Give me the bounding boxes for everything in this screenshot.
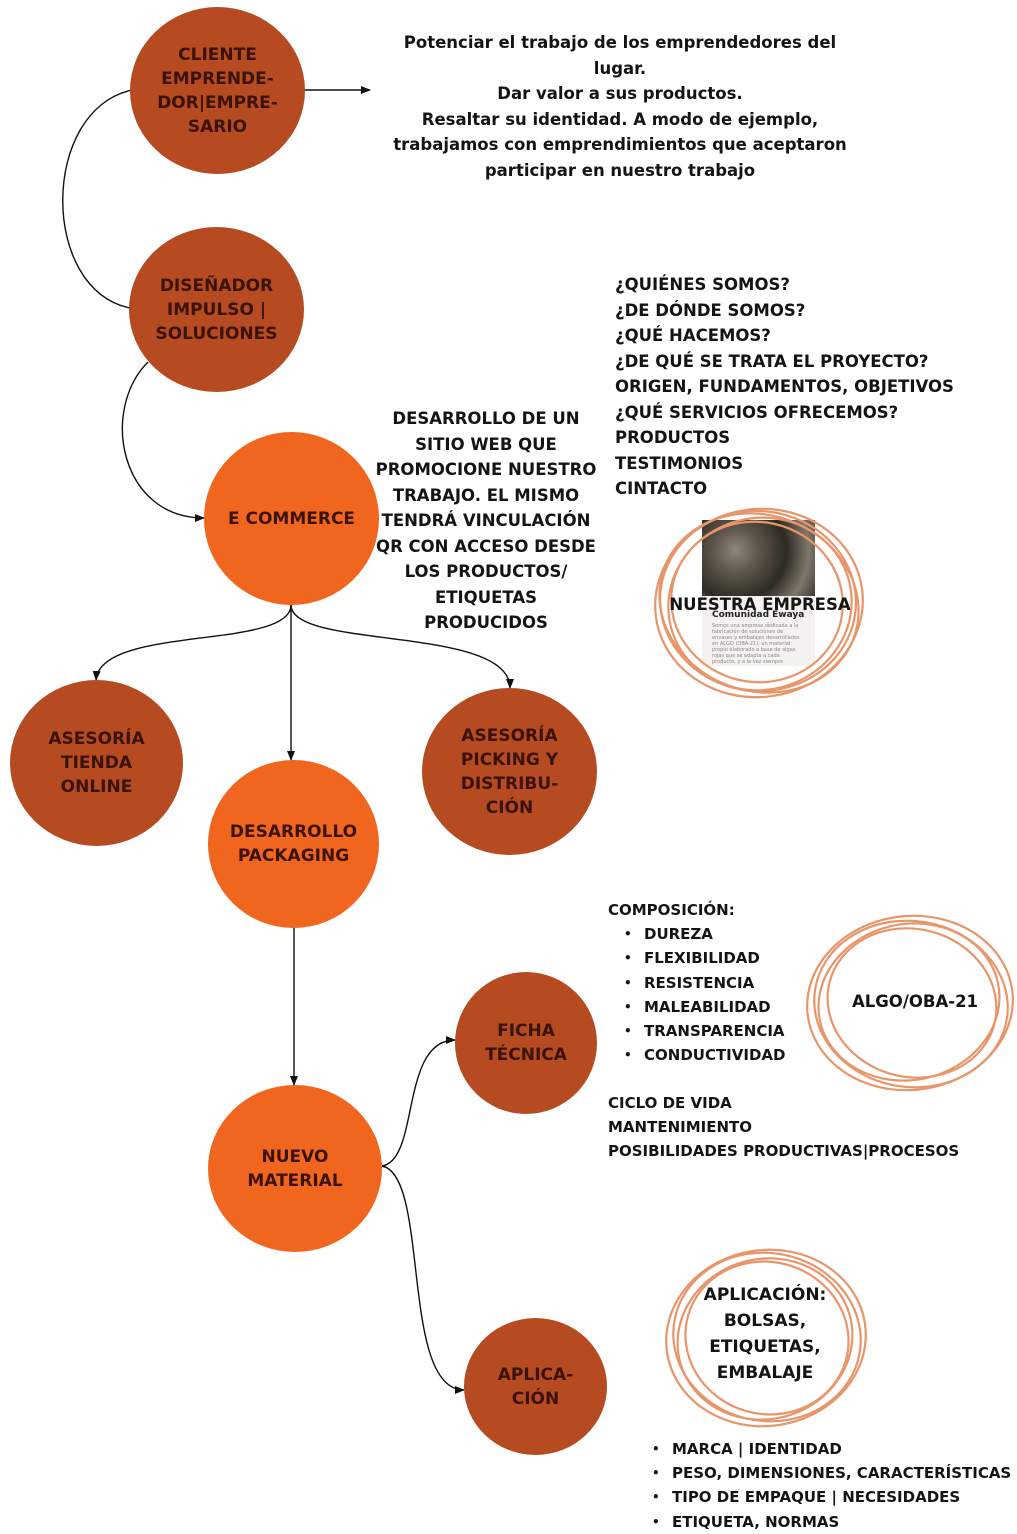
edge-ecommerce-tienda bbox=[92, 604, 292, 681]
node-aplicacion-label: APLICA- CIÓN bbox=[497, 1364, 574, 1409]
node-aplicacion: APLICA- CIÓN bbox=[464, 1318, 607, 1455]
cliente-desc-line: Potenciar el trabajo de los emprendedore… bbox=[403, 33, 837, 78]
node-nuevo-material: NUEVO MATERIAL bbox=[208, 1085, 382, 1252]
node-asesoria-picking: ASESORÍA PICKING Y DISTRIBU- CIÓN bbox=[422, 688, 597, 855]
web-question: ¿QUÉ HACEMOS? bbox=[615, 326, 771, 345]
nuestra-empresa-label: NUESTRA EMPRESA bbox=[669, 595, 851, 614]
cliente-desc-line: Dar valor a sus productos. bbox=[497, 84, 743, 103]
web-question: PRODUCTOS bbox=[615, 428, 731, 447]
composicion-item: RESISTENCIA bbox=[608, 971, 808, 995]
ecommerce-desc-line: SITIO WEB QUE bbox=[415, 434, 557, 454]
scribble-nuestra-empresa bbox=[654, 507, 864, 699]
aplicacion-block: MARCA | IDENTIDAD PESO, DIMENSIONES, CAR… bbox=[636, 1437, 1016, 1534]
company-card-title: Comunidad Ewaya bbox=[712, 610, 805, 620]
node-disenador-label: DISEÑADOR IMPULSO | SOLUCIONES bbox=[155, 275, 278, 344]
composicion-item: MALEABILIDAD bbox=[608, 995, 808, 1019]
composicion-item: CONDUCTIVIDAD bbox=[608, 1043, 808, 1067]
cliente-desc-line: trabajamos con emprendimientos que acept… bbox=[393, 135, 847, 154]
company-card: Comunidad Ewaya Somos una empresa dedica… bbox=[702, 520, 815, 666]
cliente-description: Potenciar el trabajo de los emprendedore… bbox=[380, 30, 860, 183]
composicion-list: DUREZA FLEXIBILIDAD RESISTENCIA MALEABIL… bbox=[608, 922, 808, 1067]
web-question: ¿DE QUÉ SE TRATA EL PROYECTO? bbox=[615, 351, 929, 371]
composicion-item: TRANSPARENCIA bbox=[608, 1019, 808, 1043]
ficha-extra-line: CICLO DE VIDA bbox=[608, 1094, 732, 1112]
node-asesoria-tienda-label: ASESORÍA TIENDA ONLINE bbox=[48, 729, 145, 797]
composicion-block: COMPOSICIÓN: DUREZA FLEXIBILIDAD RESISTE… bbox=[608, 898, 808, 1068]
web-questions: ¿QUIÉNES SOMOS? ¿DE DÓNDE SOMOS? ¿QUÉ HA… bbox=[615, 272, 1015, 502]
node-asesoria-tienda: ASESORÍA TIENDA ONLINE bbox=[10, 680, 183, 846]
web-question: ORIGEN, FUNDAMENTOS, OBJETIVOS bbox=[615, 377, 954, 396]
node-cliente: CLIENTE EMPRENDE- DOR|EMPRE- SARIO bbox=[130, 7, 305, 174]
aplicacion-item: ETIQUETA, NORMAS bbox=[636, 1510, 1016, 1534]
node-desarrollo-packaging: DESARROLLO PACKAGING bbox=[208, 760, 379, 928]
web-question: CINTACTO bbox=[615, 479, 708, 498]
node-nuevo-material-label: NUEVO MATERIAL bbox=[247, 1146, 343, 1191]
node-ecommerce-label: E COMMERCE bbox=[227, 508, 356, 529]
ecommerce-desc-line: TRABAJO. EL MISMO bbox=[392, 485, 580, 505]
edge-material-aplicacion bbox=[381, 1165, 465, 1394]
ecommerce-desc-line: QR CON ACCESO DESDE bbox=[376, 536, 596, 556]
composicion-item: DUREZA bbox=[608, 922, 808, 946]
ecommerce-desc-line: PROMOCIONE NUESTRO bbox=[375, 460, 597, 479]
ecommerce-desc-line: DESARROLLO DE UN bbox=[392, 409, 580, 428]
cliente-desc-line: participar en nuestro trabajo bbox=[484, 160, 756, 180]
node-desarrollo-packaging-label: DESARROLLO PACKAGING bbox=[229, 822, 358, 866]
node-ficha-tecnica-label: FICHA TÉCNICA bbox=[485, 1021, 567, 1065]
edge-ecommerce-picking bbox=[290, 604, 514, 689]
edge-cliente-disenador bbox=[62, 89, 133, 309]
composicion-item: FLEXIBILIDAD bbox=[608, 946, 808, 970]
aplicacion-badge-label: APLICACIÓN: BOLSAS, ETIQUETAS, EMBALAJE bbox=[703, 1285, 827, 1383]
web-question: ¿QUÉ SERVICIOS OFRECEMOS? bbox=[615, 402, 899, 422]
node-cliente-label: CLIENTE EMPRENDE- DOR|EMPRE- SARIO bbox=[157, 44, 278, 137]
web-question: TESTIMONIOS bbox=[615, 453, 744, 473]
aplicacion-list: MARCA | IDENTIDAD PESO, DIMENSIONES, CAR… bbox=[636, 1437, 1016, 1534]
web-question: ¿DE DÓNDE SOMOS? bbox=[615, 300, 806, 320]
ecommerce-description: DESARROLLO DE UN SITIO WEB QUE PROMOCION… bbox=[372, 406, 600, 636]
edge-disenador-ecommerce bbox=[121, 361, 205, 522]
composicion-title: COMPOSICIÓN: bbox=[608, 901, 735, 919]
cliente-desc-line: Resaltar su identidad. A modo de ejemplo… bbox=[421, 109, 819, 129]
ecommerce-desc-line: TENDRÁ VINCULACIÓN bbox=[381, 511, 591, 530]
company-card-body: Somos una empresa dedicada a la fabricac… bbox=[712, 623, 800, 665]
aplicacion-item: TIPO DE EMPAQUE | NECESIDADES bbox=[636, 1485, 1016, 1509]
web-question: ¿QUIÉNES SOMOS? bbox=[615, 275, 790, 294]
aplicacion-item: PESO, DIMENSIONES, CARACTERÍSTICAS bbox=[636, 1461, 1016, 1485]
node-ficha-tecnica: FICHA TÉCNICA bbox=[455, 972, 597, 1114]
node-asesoria-picking-label: ASESORÍA PICKING Y DISTRIBU- CIÓN bbox=[460, 725, 559, 818]
node-disenador: DISEÑADOR IMPULSO | SOLUCIONES bbox=[129, 227, 304, 392]
node-ecommerce: E COMMERCE bbox=[204, 432, 379, 605]
ficha-extra: CICLO DE VIDA MANTENIMIENTO POSIBILIDADE… bbox=[608, 1091, 1008, 1164]
algo-label: ALGO/OBA-21 bbox=[851, 992, 979, 1011]
ficha-extra-line: MANTENIMIENTO bbox=[608, 1118, 752, 1137]
aplicacion-item: MARCA | IDENTIDAD bbox=[636, 1437, 1016, 1461]
scribble-algo bbox=[806, 914, 1014, 1092]
ecommerce-desc-line: ETIQUETAS PRODUCIDOS bbox=[424, 587, 548, 633]
ecommerce-desc-line: LOS PRODUCTOS/ bbox=[404, 562, 568, 581]
scribble-aplicacion bbox=[665, 1248, 867, 1428]
edge-material-ficha bbox=[381, 1036, 456, 1167]
ficha-extra-line: POSIBILIDADES PRODUCTIVAS|PROCESOS bbox=[608, 1142, 960, 1161]
